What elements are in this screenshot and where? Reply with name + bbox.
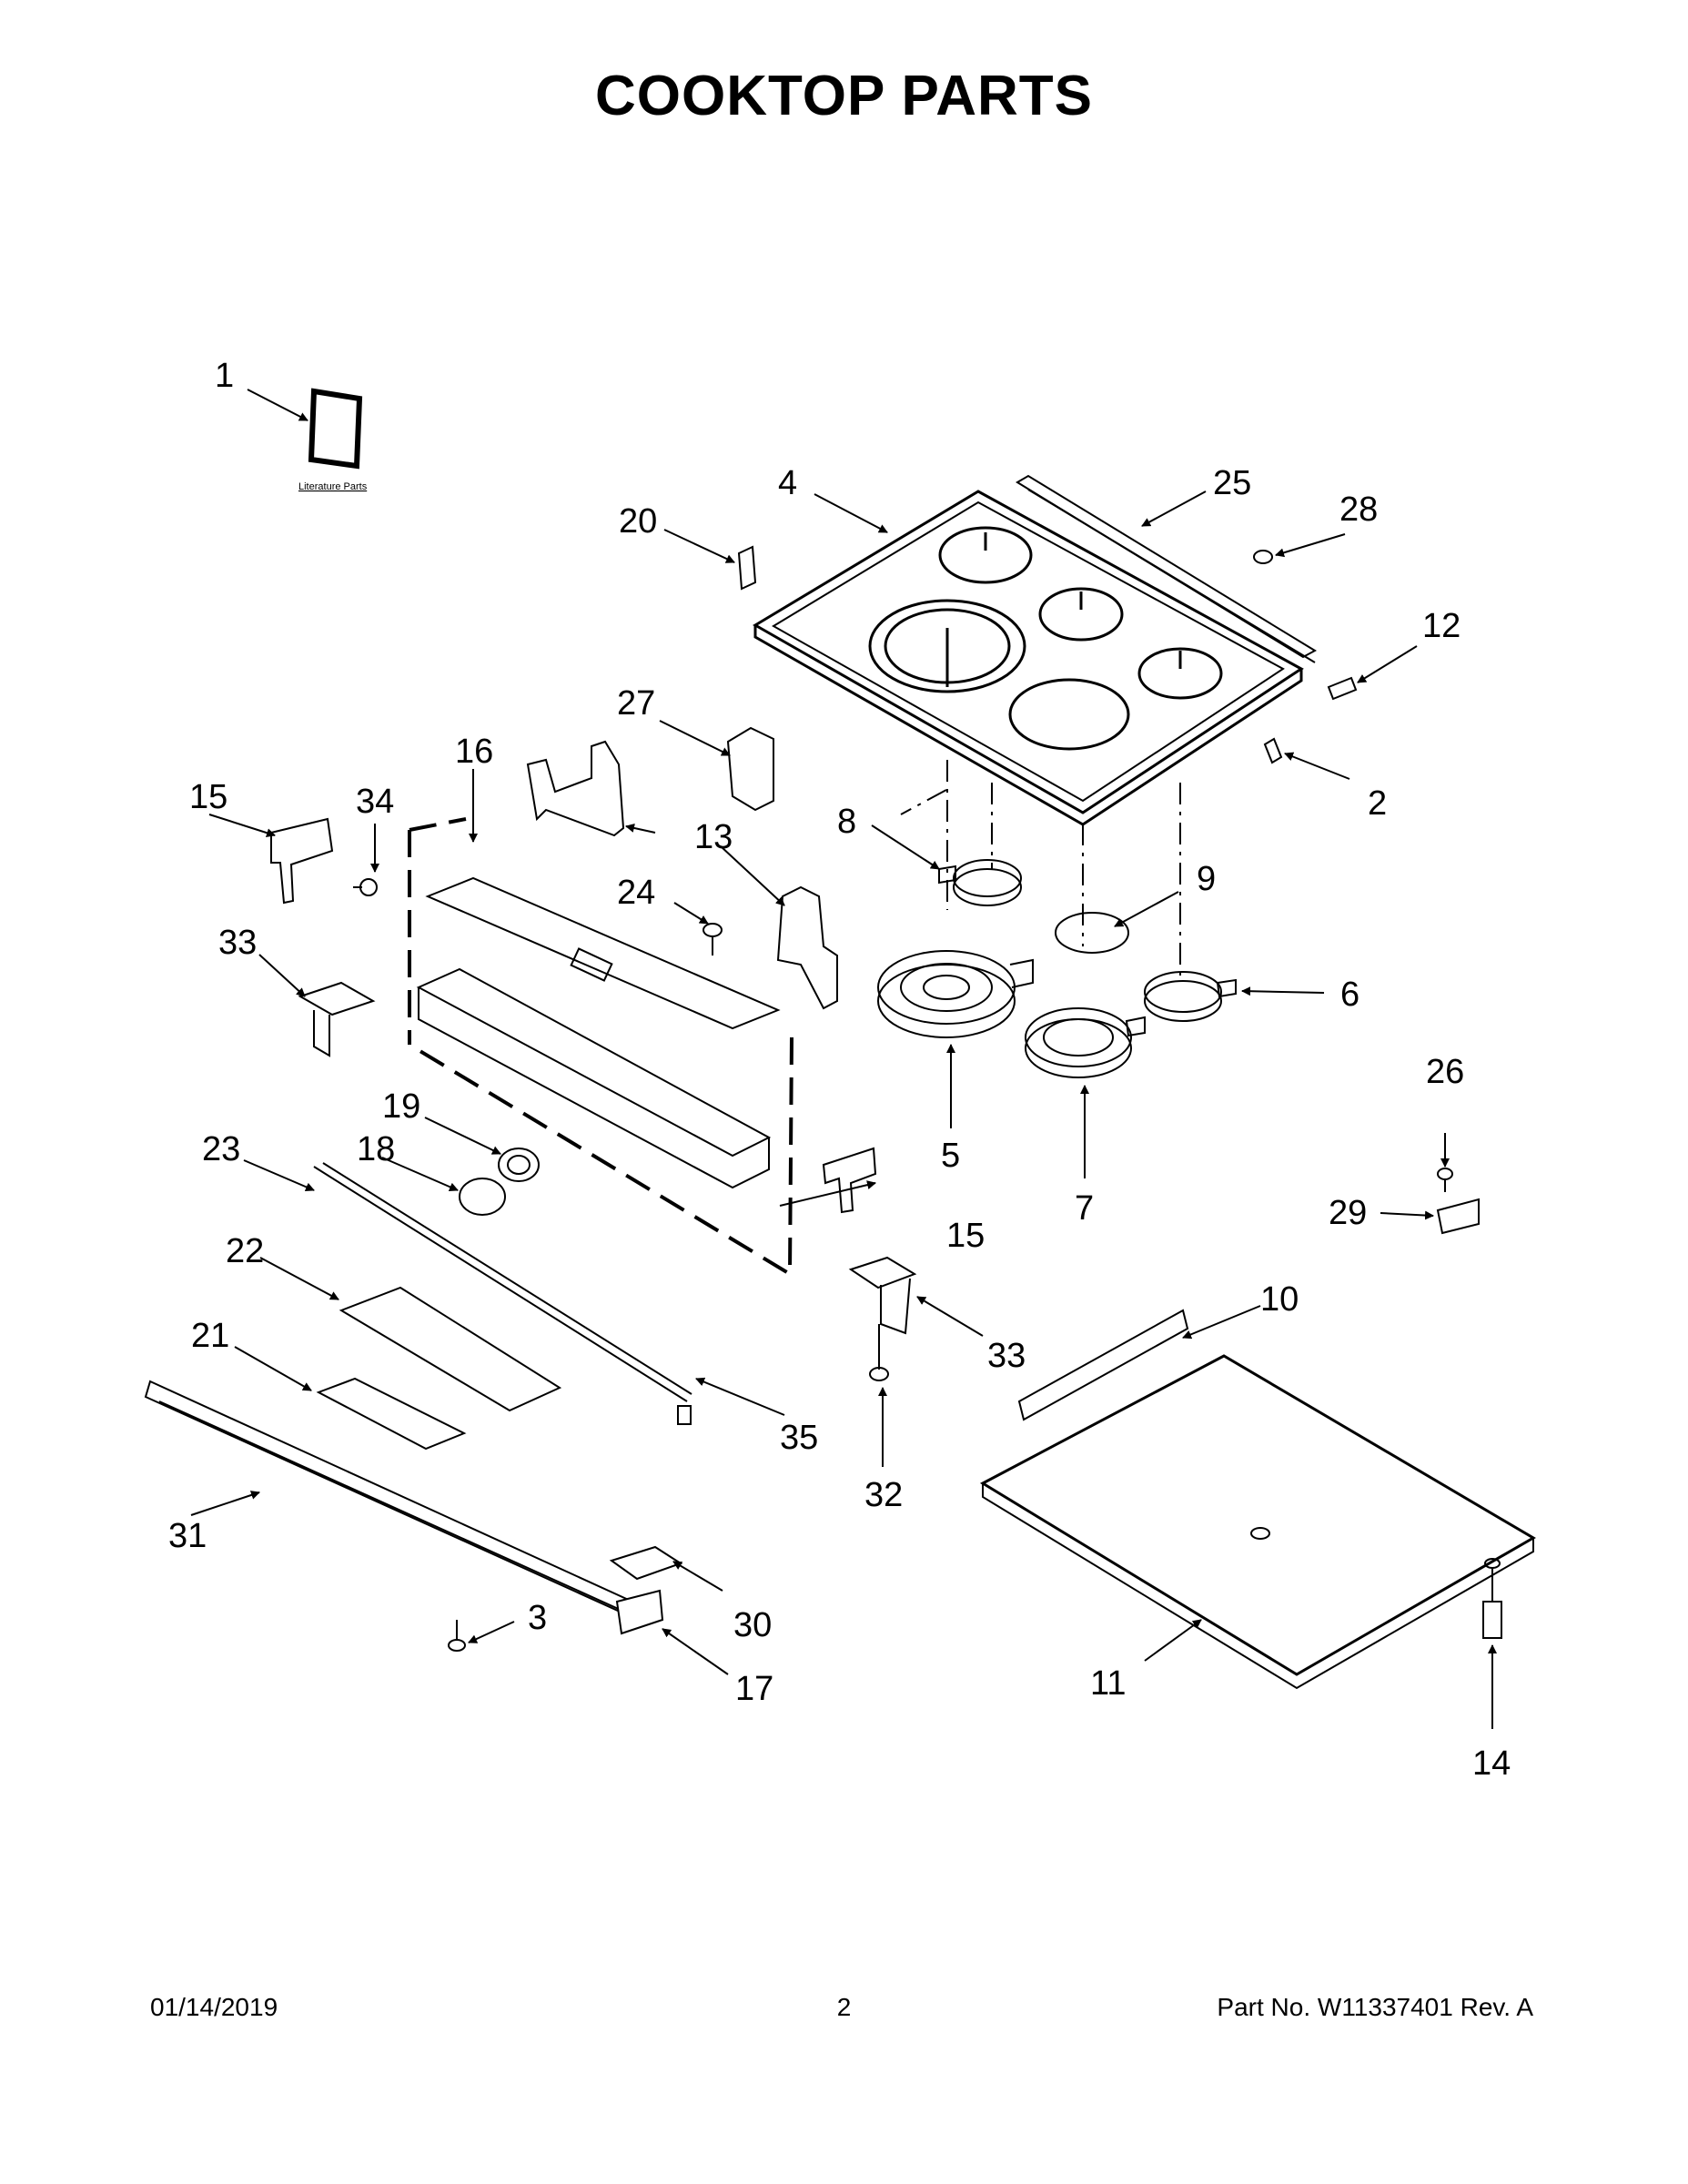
alignment-lines	[900, 760, 1181, 983]
callout-18: 18	[357, 1130, 395, 1168]
callout-25: 25	[1213, 464, 1251, 502]
callout-13: 13	[694, 818, 733, 856]
callout-6: 6	[1340, 976, 1359, 1014]
knob-19	[498, 1148, 540, 1182]
part-28	[1253, 550, 1273, 564]
cooktop-glass-4	[753, 490, 1304, 826]
callout-35: 35	[780, 1419, 818, 1457]
knob-18	[459, 1178, 506, 1216]
leveling-leg-14	[1482, 1558, 1502, 1639]
callout-19: 19	[382, 1087, 420, 1126]
callout-22: 22	[226, 1232, 264, 1270]
rear-trim-25	[1016, 474, 1318, 663]
callout-32: 32	[864, 1476, 903, 1514]
callout-2: 2	[1368, 784, 1387, 823]
footer-page-number: 2	[836, 1993, 852, 2021]
screw-24	[702, 923, 723, 956]
callout-30: 30	[733, 1606, 772, 1644]
callout-23: 23	[202, 1130, 240, 1168]
leader-arrows	[190, 389, 1497, 1729]
page-title: COOKTOP PARTS	[595, 65, 1093, 127]
callout-14: 14	[1472, 1744, 1511, 1783]
chassis-10-11	[979, 1309, 1536, 1690]
callout-33b: 33	[987, 1337, 1026, 1375]
callout-1: 1	[215, 357, 234, 395]
literature-label: Literature Parts	[298, 481, 368, 492]
screw-3	[448, 1620, 466, 1652]
bracket-15-right	[822, 1147, 877, 1214]
callout-10: 10	[1260, 1280, 1299, 1319]
callout-3: 3	[528, 1599, 547, 1637]
plate-30	[609, 1545, 683, 1581]
callout-28: 28	[1339, 490, 1378, 529]
switch-17	[615, 1589, 664, 1635]
callout-24: 24	[617, 874, 655, 912]
bracket-33-right	[848, 1256, 917, 1335]
callout-34: 34	[356, 783, 394, 821]
callout-17: 17	[735, 1670, 773, 1708]
callout-11: 11	[1090, 1664, 1126, 1703]
callout-33a: 33	[218, 924, 257, 962]
callout-31: 31	[168, 1517, 207, 1555]
bracket-13-right	[776, 885, 838, 1010]
control-board-22	[339, 1286, 562, 1412]
part-2	[1263, 737, 1283, 764]
bracket-15-left	[270, 817, 334, 905]
footer-date: 01/14/2019	[150, 1993, 278, 2021]
element-7	[1025, 1007, 1146, 1078]
sensor-9	[1055, 912, 1129, 954]
footer-part-number: Part No. W11337401 Rev. A	[1217, 1993, 1533, 2021]
board-bracket-21	[316, 1377, 467, 1451]
callout-7: 7	[1075, 1189, 1094, 1228]
screw-26	[1437, 1168, 1453, 1192]
control-panel-16	[416, 876, 781, 1189]
part-20	[737, 545, 757, 591]
element-6	[1144, 971, 1237, 1022]
callout-9: 9	[1197, 860, 1216, 898]
callout-8: 8	[837, 803, 856, 841]
harness-23-35	[313, 1162, 692, 1425]
callout-21: 21	[191, 1317, 229, 1355]
callout-27: 27	[617, 684, 655, 723]
screw-34	[353, 878, 378, 896]
bracket-13-left	[526, 740, 625, 837]
bracket-33-left	[298, 981, 376, 1057]
callout-15a: 15	[189, 778, 227, 816]
screw-32	[869, 1324, 889, 1381]
callout-12: 12	[1422, 607, 1461, 645]
callout-20: 20	[619, 502, 657, 541]
element-8	[938, 859, 1022, 906]
bracket-27	[726, 726, 774, 812]
bracket-29	[1436, 1198, 1480, 1235]
part-12	[1327, 676, 1358, 701]
callout-29: 29	[1329, 1194, 1367, 1232]
callout-labels: 1 4 25 28 20 12 2 27 13 16 15 34 24 8 9 …	[168, 357, 1511, 1783]
literature-part-1: Literature Parts	[298, 388, 368, 492]
callout-26: 26	[1426, 1053, 1464, 1091]
control-panel-outline	[408, 817, 467, 1045]
callout-15b: 15	[946, 1217, 985, 1255]
callout-4: 4	[778, 464, 797, 502]
element-5	[877, 950, 1034, 1038]
callout-5: 5	[941, 1137, 960, 1175]
callout-16: 16	[455, 733, 493, 771]
